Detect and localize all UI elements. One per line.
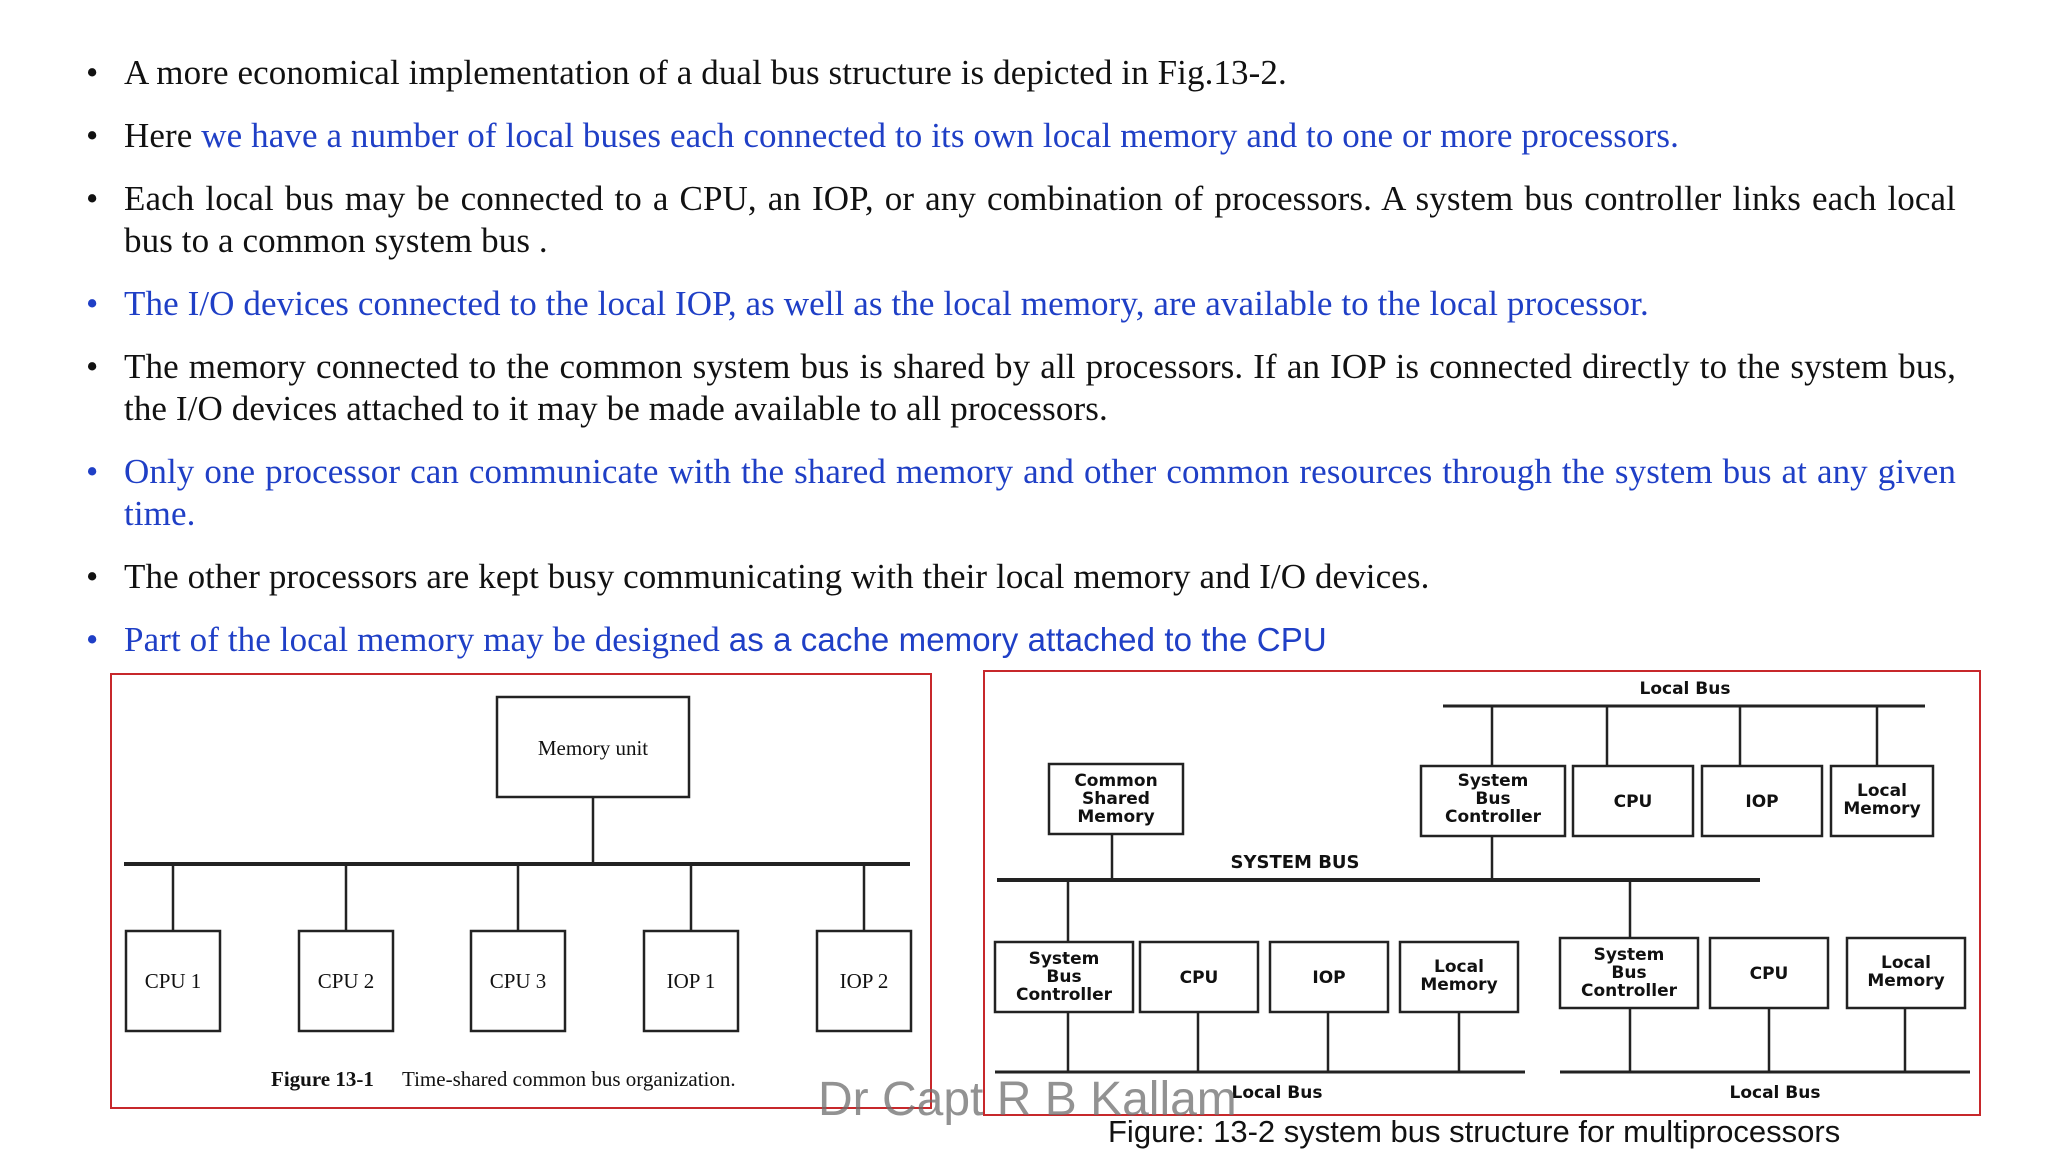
common-shared-memory-box [1047, 762, 1185, 836]
box-label: Memory [1420, 975, 1497, 995]
bullet-item: The other processors are kept busy commu… [86, 556, 1956, 598]
box-label: Memory [1867, 971, 1944, 991]
box-label: CPU [1180, 968, 1219, 988]
box-label: System [1029, 949, 1100, 969]
box-label: Shared [1082, 789, 1150, 809]
unit-label: IOP 2 [840, 969, 889, 993]
bullet-text: Only one processor can communicate with … [124, 452, 1956, 533]
bottom-left-iop-box [1268, 940, 1390, 1014]
top-cpu-box [1571, 764, 1695, 838]
box-label: Bus [1475, 789, 1510, 809]
bottom-right-sbc-box [1558, 936, 1700, 1010]
bullet-text: The memory connected to the common syste… [124, 347, 1956, 428]
box-label: Local [1857, 781, 1907, 801]
figure-13-2: Local Bus SYSTEM BUS Common Shared Memor… [983, 670, 1981, 1116]
iop-2-box [815, 929, 913, 1033]
bullet-highlight-text: we have a number of local buses each con… [201, 116, 1679, 155]
bottom-left-sbc-box [993, 940, 1135, 1014]
bullet-text: Part of the local memory may be designed [124, 620, 729, 659]
figure-13-2-caption: Figure: 13-2 system bus structure for mu… [1108, 1114, 1841, 1149]
box-label: Local [1434, 957, 1484, 977]
box-label: Memory [1077, 807, 1154, 827]
bullet-list: A more economical implementation of a du… [86, 52, 1956, 682]
cpu-2-box [297, 929, 395, 1033]
bottom-left-cpu-box [1138, 940, 1260, 1014]
box-label: System [1458, 771, 1529, 791]
bullet-item: Here we have a number of local buses eac… [86, 115, 1956, 157]
memory-unit-box [495, 695, 691, 799]
box-label: Controller [1581, 981, 1678, 1001]
unit-label: CPU 1 [145, 969, 202, 993]
bullet-item: Each local bus may be connected to a CPU… [86, 178, 1956, 262]
box-label: System [1594, 945, 1665, 965]
box-label: CPU [1614, 792, 1653, 812]
bullet-item: The memory connected to the common syste… [86, 346, 1956, 430]
unit-label: CPU 2 [318, 969, 375, 993]
figure-13-1-caption-text: Time-shared common bus organization. [402, 1067, 736, 1091]
bullet-text: Here [124, 116, 202, 155]
box-label: IOP [1312, 968, 1345, 988]
box-label: Controller [1445, 807, 1542, 827]
cpu-1-box [124, 929, 222, 1033]
bullet-text: The I/O devices connected to the local I… [124, 284, 1649, 323]
bullet-item: Only one processor can communicate with … [86, 451, 1956, 535]
figure-13-1-caption-number: Figure 13-1 [271, 1067, 374, 1091]
unit-label: CPU 3 [490, 969, 547, 993]
bottom-left-local-bus-label: Local Bus [1232, 1083, 1323, 1103]
author-watermark: Dr Capt R B Kallam [818, 1073, 1237, 1126]
box-label: Controller [1016, 985, 1113, 1005]
cpu-3-box [469, 929, 567, 1033]
bullet-text: Each local bus may be connected to a CPU… [124, 179, 1956, 260]
box-label: CPU [1750, 964, 1789, 984]
box-label: Bus [1046, 967, 1081, 987]
system-bus-label: SYSTEM BUS [1230, 852, 1359, 873]
bullet-text: The other processors are kept busy commu… [124, 557, 1430, 596]
bullet-item: A more economical implementation of a du… [86, 52, 1956, 94]
box-label: Common [1074, 771, 1157, 791]
top-local-memory-box [1829, 764, 1935, 838]
figure-13-1: Memory unit CPU 1 CPU 2 CPU 3 IOP 1 IOP … [110, 673, 932, 1109]
box-label: Memory [1843, 799, 1920, 819]
bullet-highlight-text: as a cache memory attached to the CPU [728, 621, 1327, 658]
bottom-right-local-memory-box [1845, 936, 1967, 1010]
bullet-text: A more economical implementation of a du… [124, 53, 1287, 92]
figure-13-1-diagram: Memory unit CPU 1 CPU 2 CPU 3 IOP 1 IOP … [124, 695, 913, 1091]
bullet-item: The I/O devices connected to the local I… [86, 283, 1956, 325]
bullet-item: Part of the local memory may be designed… [86, 619, 1956, 661]
unit-label: IOP 1 [667, 969, 716, 993]
iop-1-box [642, 929, 740, 1033]
top-sbc-box [1419, 764, 1567, 838]
bottom-right-local-bus-label: Local Bus [1730, 1083, 1821, 1103]
bottom-left-local-memory-box [1398, 940, 1520, 1014]
box-label: Local [1881, 953, 1931, 973]
figure-13-2-diagram: Local Bus SYSTEM BUS Common Shared Memor… [993, 679, 1970, 1103]
memory-unit-label: Memory unit [538, 736, 648, 760]
top-local-bus-label: Local Bus [1640, 679, 1731, 699]
box-label: Bus [1611, 963, 1646, 983]
top-iop-box [1700, 764, 1824, 838]
box-label: IOP [1745, 792, 1778, 812]
